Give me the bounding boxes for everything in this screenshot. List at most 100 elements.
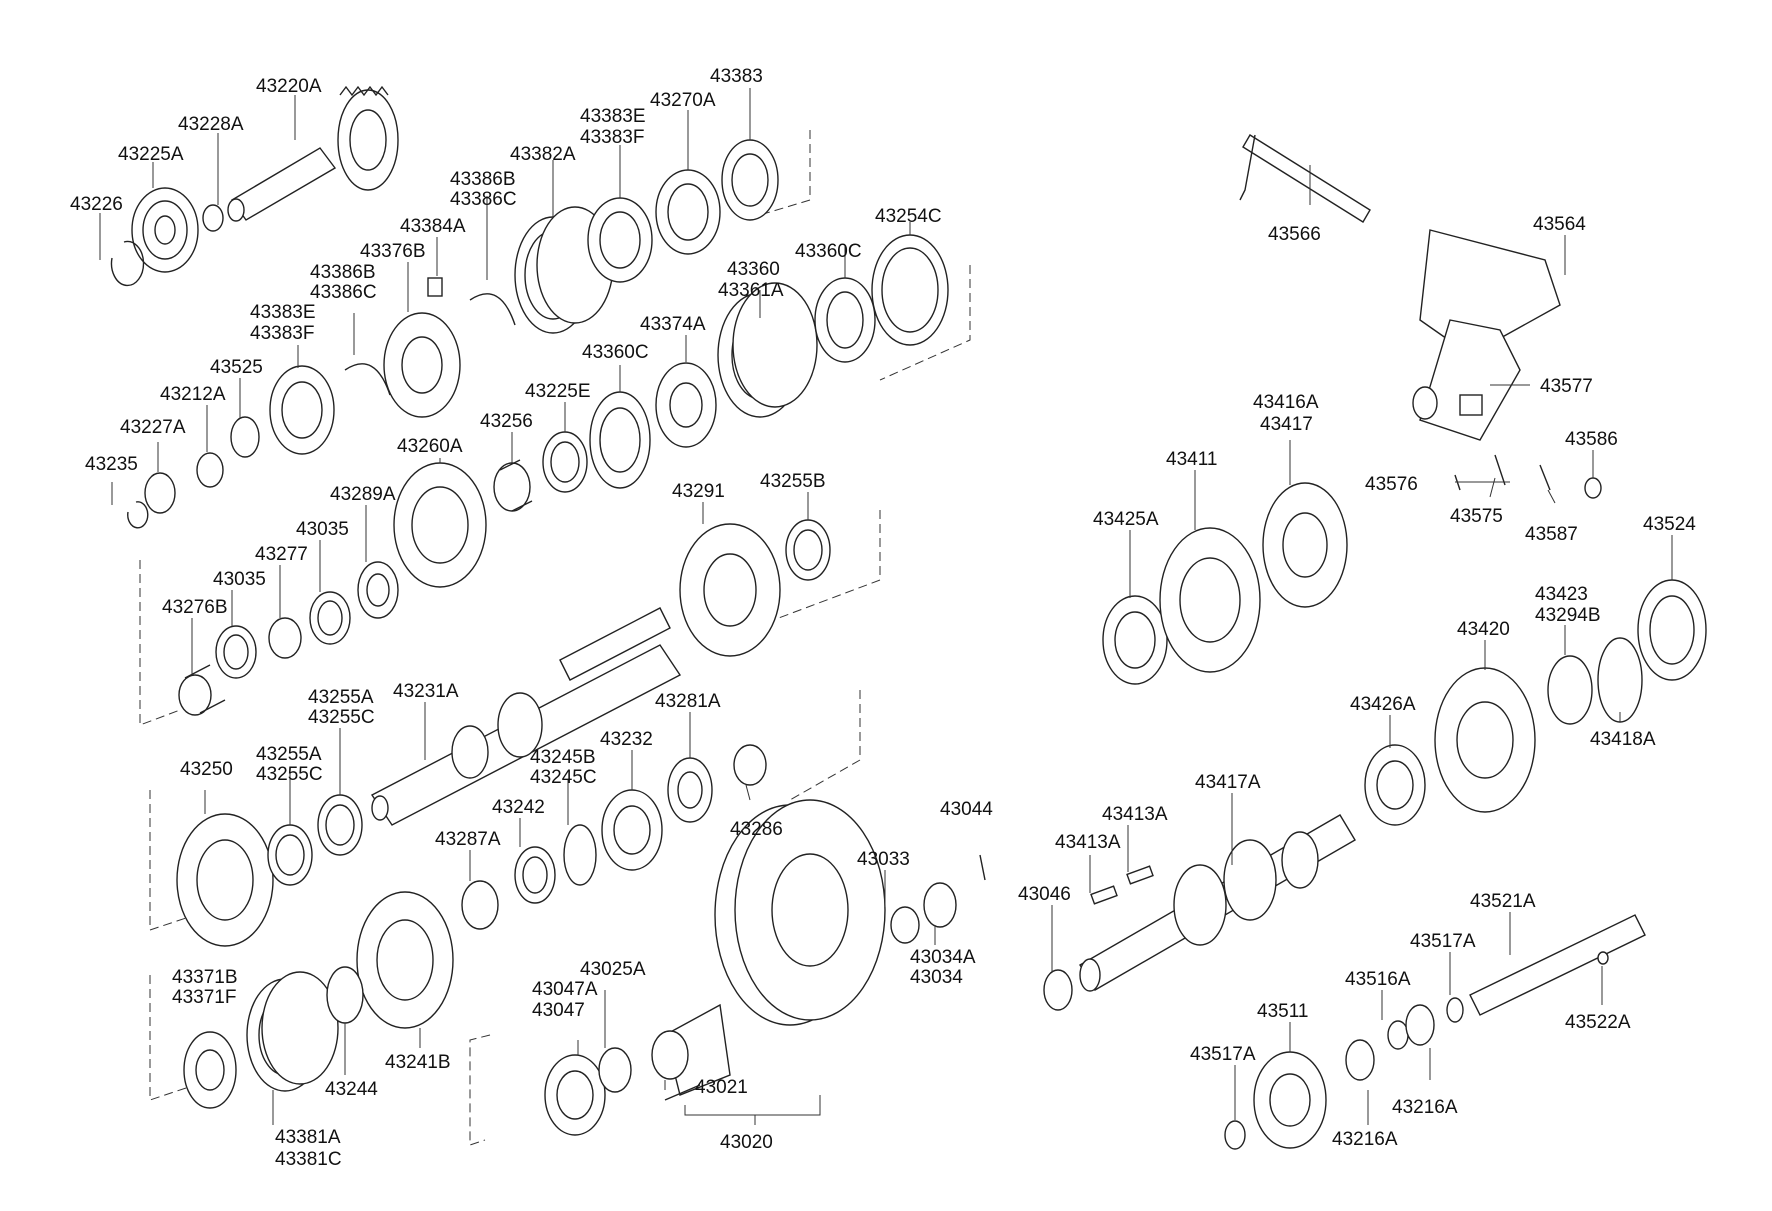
part-label: 43386B <box>450 169 516 190</box>
part-label: 43245C <box>530 767 597 788</box>
part-label: 43425A <box>1093 509 1159 530</box>
part-label: 43360C <box>795 241 862 262</box>
part-label: 43294B <box>1535 605 1601 626</box>
part-label: 43586 <box>1565 429 1618 450</box>
part-label: 43035 <box>213 569 266 590</box>
part-label: 43383F <box>580 127 644 148</box>
part-label: 43235 <box>85 454 138 475</box>
part-label: 43044 <box>940 799 993 820</box>
part-label: 43360 <box>727 259 780 280</box>
part-label: 43384A <box>400 216 466 237</box>
input-shaft <box>230 147 337 221</box>
part-label: 43511 <box>1257 1001 1308 1022</box>
part-label: 43046 <box>1018 884 1071 905</box>
part-label: 43250 <box>180 759 233 780</box>
leader-lines <box>99 88 1673 1125</box>
part-label: 43255A <box>256 744 322 765</box>
part-label: 43225E <box>525 381 591 402</box>
part-label: 43386C <box>450 189 517 210</box>
part-label: 43291 <box>672 481 725 502</box>
part-label: 43361A <box>718 280 784 301</box>
part-label: 43416A <box>1253 392 1319 413</box>
part-label: 43270A <box>650 90 716 111</box>
part-label: 43423 <box>1535 584 1588 605</box>
synchro-cluster-middle <box>178 234 949 716</box>
part-label: 43047A <box>532 979 598 1000</box>
part-label: 43521A <box>1470 891 1536 912</box>
part-label: 43255B <box>760 471 826 492</box>
part-label: 43371B <box>172 967 238 988</box>
part-label: 43576 <box>1365 474 1418 495</box>
part-label: 43524 <box>1643 514 1696 535</box>
part-label: 43566 <box>1268 224 1321 245</box>
part-label: 43260A <box>397 436 463 457</box>
part-label: 43254C <box>875 206 942 227</box>
part-label: 43587 <box>1525 524 1578 545</box>
part-label: 43212A <box>160 384 226 405</box>
main-shaft <box>370 607 682 826</box>
part-label: 43564 <box>1533 214 1586 235</box>
part-label: 43381C <box>275 1149 342 1170</box>
part-label: 43517A <box>1410 931 1476 952</box>
counter-shaft-gears <box>1043 482 1707 1150</box>
part-label: 43228A <box>178 114 244 135</box>
part-label: 43383E <box>250 302 316 323</box>
part-label: 43516A <box>1345 969 1411 990</box>
part-label: 43371F <box>172 987 236 1008</box>
part-label: 43216A <box>1332 1129 1398 1150</box>
part-label: 43418A <box>1590 729 1656 750</box>
part-label: 43386B <box>310 262 376 283</box>
part-label: 43376B <box>360 241 426 262</box>
part-label: 43033 <box>857 849 910 870</box>
part-label: 43255A <box>308 687 374 708</box>
part-labels: 43220A 43228A 43225A 43226 43383 43383E … <box>70 66 1696 1170</box>
part-label: 43517A <box>1190 1044 1256 1065</box>
part-label: 43360C <box>582 342 649 363</box>
part-label: 43289A <box>330 484 396 505</box>
part-label: 43216A <box>1392 1097 1458 1118</box>
part-label: 43383 <box>710 66 763 87</box>
part-label: 43255C <box>256 764 323 785</box>
part-label: 43286 <box>730 819 783 840</box>
part-label: 43035 <box>296 519 349 540</box>
part-label: 43382A <box>510 144 576 165</box>
part-label: 43220A <box>256 76 322 97</box>
input-shaft-cluster <box>110 85 399 287</box>
part-label: 43522A <box>1565 1012 1631 1033</box>
part-label: 43256 <box>480 411 533 432</box>
part-label: 43226 <box>70 194 123 215</box>
lower-left-gears <box>176 744 767 1109</box>
part-label: 43383E <box>580 106 646 127</box>
part-label: 43276B <box>162 597 228 618</box>
part-label: 43386C <box>310 282 377 303</box>
part-label: 43227A <box>120 417 186 438</box>
part-label: 43025A <box>580 959 646 980</box>
part-label: 43417A <box>1195 772 1261 793</box>
part-label: 43413A <box>1102 804 1168 825</box>
part-label: 43381A <box>275 1127 341 1148</box>
part-label: 43374A <box>640 314 706 335</box>
part-label: 43245B <box>530 747 596 768</box>
part-label: 43417 <box>1260 414 1313 435</box>
part-label: 43577 <box>1540 376 1593 397</box>
part-label: 43525 <box>210 357 263 378</box>
part-label: 43021 <box>695 1077 748 1098</box>
part-label: 43413A <box>1055 832 1121 853</box>
part-label: 43575 <box>1450 506 1503 527</box>
part-label: 43281A <box>655 691 721 712</box>
output-assembly <box>544 799 986 1136</box>
part-label: 43426A <box>1350 694 1416 715</box>
part-label: 43034A <box>910 947 976 968</box>
part-label: 43411 <box>1166 449 1217 470</box>
part-label: 43241B <box>385 1052 451 1073</box>
part-label: 43034 <box>910 967 963 988</box>
synchro-cluster-upper <box>127 139 779 529</box>
part-label: 43383F <box>250 323 314 344</box>
part-label: 43277 <box>255 544 308 565</box>
part-label: 43255C <box>308 707 375 728</box>
part-label: 43225A <box>118 144 184 165</box>
part-label: 43232 <box>600 729 653 750</box>
part-label: 43244 <box>325 1079 378 1100</box>
part-label: 43231A <box>393 681 459 702</box>
